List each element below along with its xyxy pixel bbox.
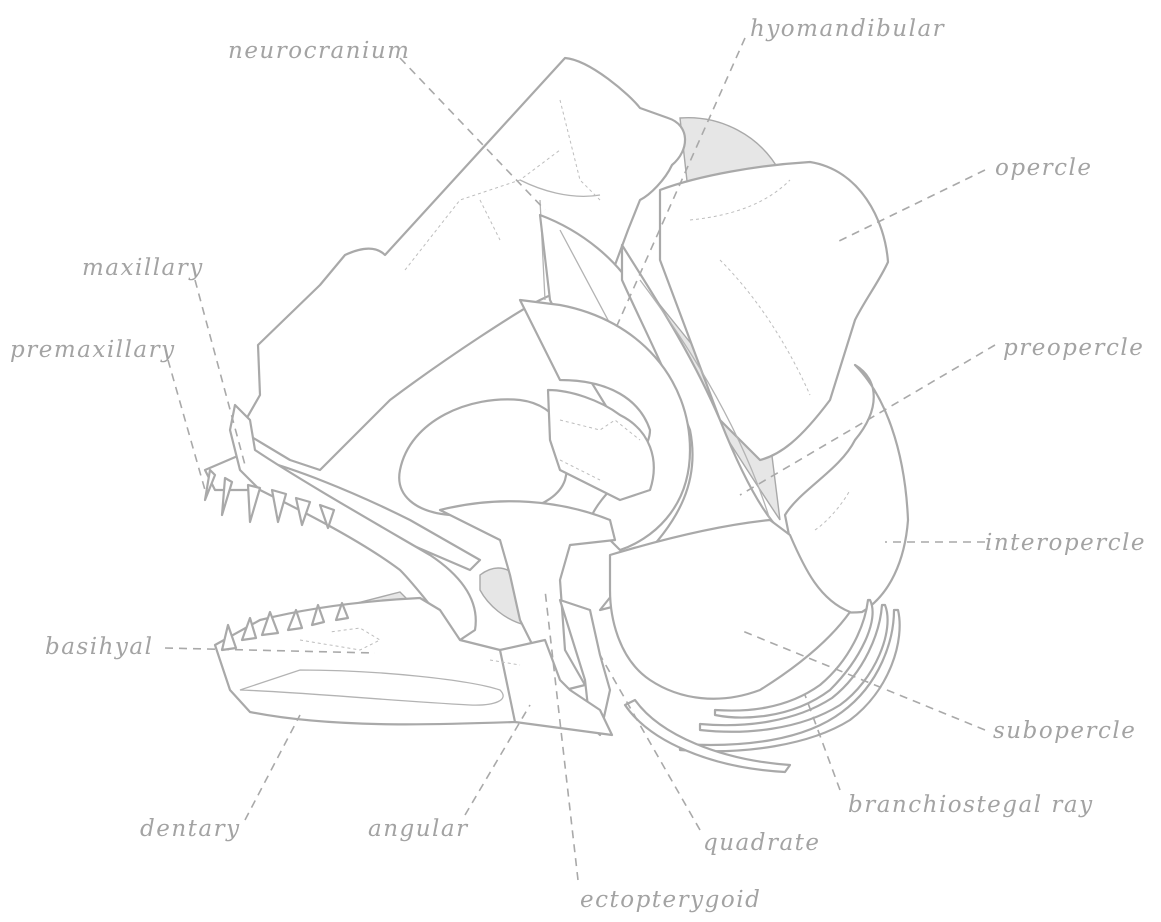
label-interopercle: interopercle — [985, 530, 1146, 556]
eye-socket — [399, 399, 568, 516]
upper-tooth-3 — [248, 485, 260, 522]
label-hyomandibular: hyomandibular — [750, 16, 946, 42]
label-premaxillary: premaxillary — [10, 337, 176, 363]
label-maxillary: maxillary — [82, 255, 204, 281]
label-preopercle: preopercle — [1003, 335, 1144, 361]
label-neurocranium: neurocranium — [228, 38, 410, 64]
label-quadrate: quadrate — [703, 830, 821, 856]
upper-tooth-2 — [222, 478, 232, 515]
leader-premaxillary — [168, 360, 205, 490]
leader-dentary — [245, 715, 300, 820]
label-basihyal: basihyal — [45, 634, 153, 660]
label-subopercle: subopercle — [993, 718, 1136, 744]
label-angular: angular — [368, 816, 469, 842]
label-ectopterygoid: ectopterygoid — [580, 887, 761, 913]
upper-tooth-4 — [272, 490, 286, 522]
label-branchiostegal-ray: branchiostegal ray — [848, 792, 1094, 818]
label-dentary: dentary — [140, 816, 241, 842]
label-opercle: opercle — [995, 155, 1093, 181]
